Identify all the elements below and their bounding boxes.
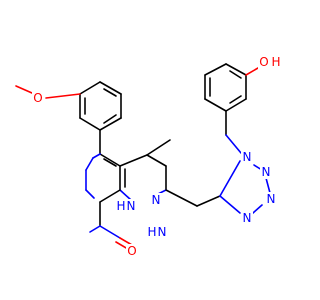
atom-label-n-tz4: N	[243, 211, 252, 225]
bond-27	[146, 154, 167, 167]
atom-label-background	[258, 55, 270, 69]
bond-12	[99, 81, 122, 95]
atom-label-background	[270, 55, 282, 69]
bond-51	[225, 134, 242, 154]
bond-8	[229, 95, 242, 104]
atom-label-background	[32, 91, 44, 105]
atom-label-h-top: H	[271, 55, 280, 69]
bond-46	[219, 160, 241, 197]
atom-label-o-top: O	[259, 55, 268, 69]
bond-44	[165, 189, 198, 207]
bond-50	[252, 204, 263, 214]
atom-label-background	[156, 225, 168, 239]
atom-label-n-tz2: N	[262, 165, 271, 179]
bond-7	[229, 70, 242, 79]
bond-45	[196, 195, 221, 207]
bond-25	[103, 158, 117, 167]
atom-label-n-tz1: N	[243, 150, 252, 164]
bond-4	[204, 98, 227, 112]
atom-label-nh-left-h: H	[147, 225, 156, 239]
bond-10	[245, 67, 259, 76]
atom-label-background	[241, 211, 253, 225]
bond-24	[99, 153, 121, 167]
bond-15	[79, 117, 101, 131]
bond-36	[89, 225, 101, 233]
atom-label-o-meo: O	[33, 91, 42, 105]
bond-22	[15, 85, 33, 94]
bond-6	[204, 63, 227, 76]
atom-label-background	[126, 244, 138, 258]
bond-18	[103, 88, 117, 97]
bond-14	[99, 117, 122, 131]
bond-33	[99, 189, 121, 203]
bond-43	[146, 139, 171, 156]
atom-label-background	[150, 193, 162, 207]
bond-17	[79, 81, 101, 95]
atom-label-n-nh: N	[127, 199, 136, 213]
atom-label-nh-left-n: N	[158, 225, 167, 239]
bond-layer	[15, 63, 271, 250]
atom-label-background	[125, 199, 137, 213]
bond-32	[119, 189, 132, 201]
bond-41	[119, 237, 133, 246]
atom-label-background	[115, 199, 127, 213]
bond-40	[85, 189, 95, 199]
atom-label-n-eq: N	[152, 193, 161, 207]
bond-37	[92, 153, 101, 159]
bond-49	[265, 177, 271, 194]
atom-label-n-nh-h: H	[116, 199, 125, 213]
bond-38	[85, 157, 94, 171]
bond-21	[45, 93, 81, 99]
bond-35	[99, 225, 121, 239]
atom-label-o-carbonyl: O	[127, 244, 136, 258]
atom-label-background	[260, 165, 272, 179]
bond-47	[219, 195, 241, 214]
atom-label-background	[265, 192, 277, 206]
atom-label-n-tz3: N	[267, 192, 276, 206]
bond-3	[225, 98, 247, 112]
bond-19	[103, 114, 117, 124]
atom-label-background	[241, 150, 253, 164]
bond-26	[119, 154, 148, 167]
bond-1	[225, 63, 247, 76]
atom-label-background	[146, 225, 158, 239]
